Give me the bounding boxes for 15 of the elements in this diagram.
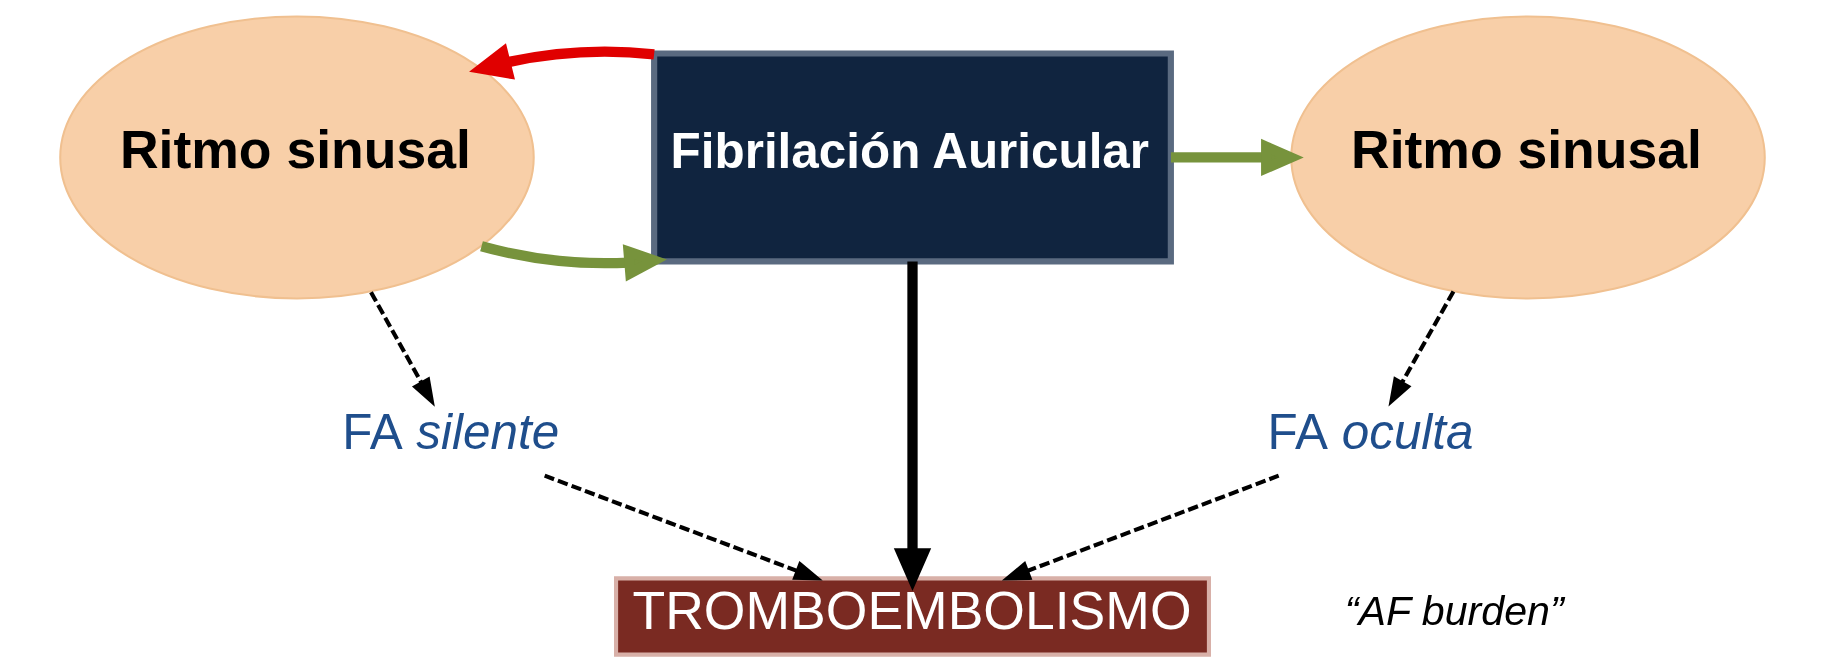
- arrow: [1001, 473, 1279, 581]
- arrow: [468, 43, 655, 80]
- node-text: FA silente: [341, 404, 559, 460]
- node-ellipse: Ritmo sinusal: [1289, 15, 1766, 300]
- arrow: [479, 241, 667, 282]
- node-box: Fibrilación Auricular: [650, 50, 1174, 265]
- arrow: [368, 291, 435, 407]
- label: “AF burden”: [1344, 587, 1564, 634]
- arrow: [893, 261, 931, 591]
- node-box: TROMBOEMBOLISMO: [613, 576, 1211, 657]
- arrow: [1387, 290, 1455, 407]
- node-ellipse: Ritmo sinusal: [58, 15, 535, 300]
- node-text: FA oculta: [1267, 404, 1474, 460]
- arrow: [1170, 138, 1304, 177]
- arrow: [543, 473, 823, 581]
